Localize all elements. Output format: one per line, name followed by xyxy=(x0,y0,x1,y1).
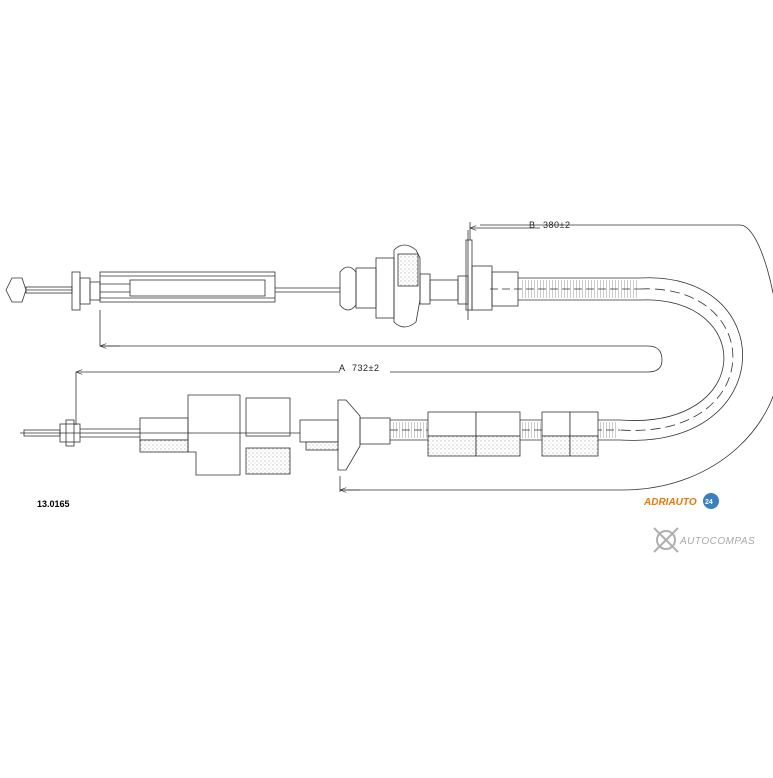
brand-logo: ADRIAUTO 24 xyxy=(643,493,719,509)
bottom-bracket xyxy=(299,399,391,471)
dim-a-letter: A xyxy=(339,363,346,373)
brand-badge-text: 24 xyxy=(705,499,713,506)
gear-wrench-icon xyxy=(653,527,679,553)
top-inner-cable xyxy=(275,287,340,293)
watermark: AUTOCOMPAS xyxy=(653,527,755,553)
watermark-text: AUTOCOMPAS xyxy=(679,536,755,547)
dimension-a xyxy=(75,224,773,492)
part-number: 13.0165 xyxy=(37,499,70,509)
brand-name: ADRIAUTO xyxy=(643,497,697,508)
top-end-fitting xyxy=(5,271,101,311)
bottom-inner-cable xyxy=(20,419,300,447)
bottom-clips xyxy=(427,411,599,457)
brand-badge-icon xyxy=(703,493,719,509)
bottom-boot xyxy=(139,394,291,476)
dim-a-value: 732±2 xyxy=(352,363,379,373)
top-outer-sheath xyxy=(490,277,640,301)
top-grommet xyxy=(339,230,519,328)
dim-b-value: 380±2 xyxy=(543,220,570,230)
cable-u-bend xyxy=(619,277,743,441)
dim-b-letter: B xyxy=(529,220,536,230)
dimension-b xyxy=(469,222,540,240)
top-adjuster-tube xyxy=(99,271,276,303)
